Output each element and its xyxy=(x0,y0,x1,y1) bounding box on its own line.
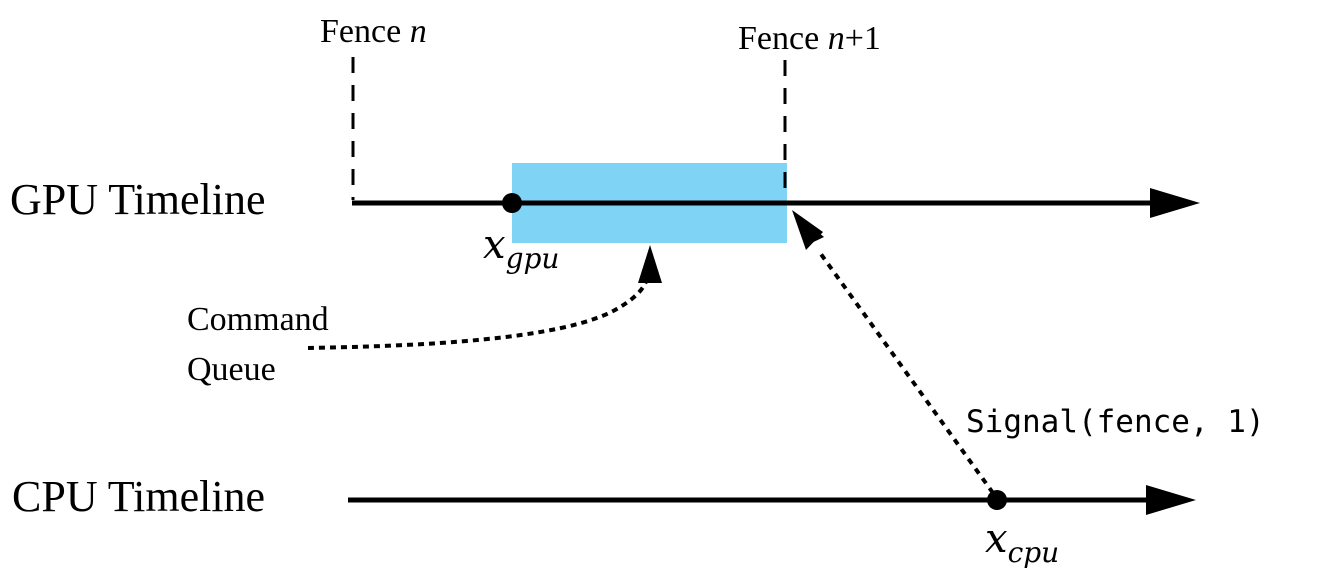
fence-n1-label: Fence n+1 xyxy=(738,20,881,57)
command-queue-arrowhead xyxy=(638,245,662,283)
cpu-point xyxy=(987,490,1007,510)
gpu-point xyxy=(502,193,522,213)
cpu-point-label: xcpu xyxy=(985,516,1059,569)
signal-arrowhead-fill xyxy=(792,210,823,250)
fence-n-label: Fence n xyxy=(320,13,427,50)
signal-arrow xyxy=(816,248,995,495)
gpu-point-label: xgpu xyxy=(483,222,559,275)
signal-call-label: Signal(fence, 1) xyxy=(966,404,1265,440)
cpu-timeline-label: CPU Timeline xyxy=(12,472,265,521)
gpu-timeline-label: GPU Timeline xyxy=(10,175,266,224)
cpu-timeline-arrowhead xyxy=(1146,485,1196,515)
command-queue-label-line2: Queue xyxy=(187,351,276,388)
command-queue-label-line1: Command xyxy=(187,301,329,338)
gpu-timeline-arrowhead xyxy=(1150,188,1200,218)
command-queue-arrow xyxy=(307,274,650,350)
